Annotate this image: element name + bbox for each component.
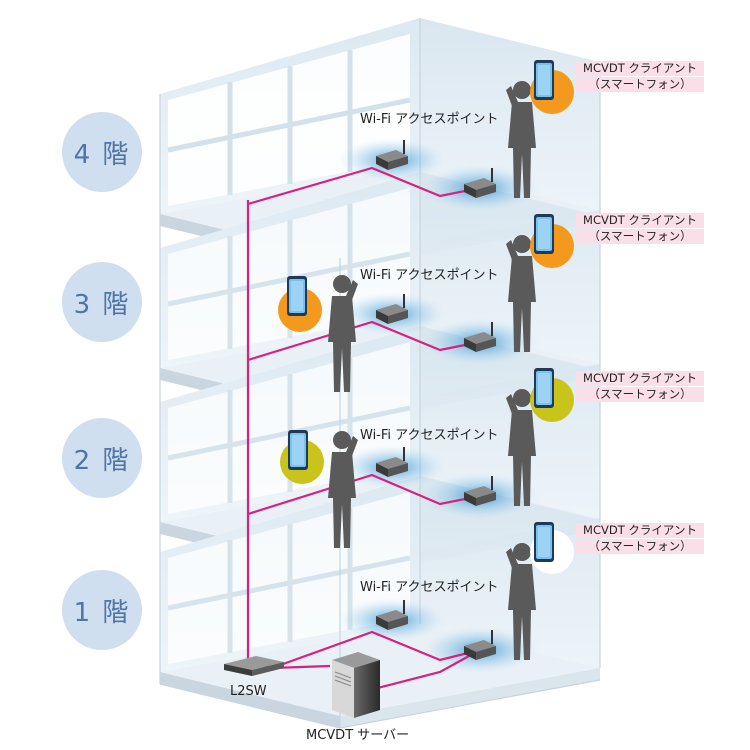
ap-label-4: Wi-Fi アクセスポイント xyxy=(360,112,499,127)
smartphone-icon xyxy=(534,60,554,100)
l2-switch-icon xyxy=(224,656,284,676)
server-icon xyxy=(332,652,380,718)
client-label-line1: MCVDT クライアント xyxy=(576,371,704,386)
client-label-line2: （スマートフォン） xyxy=(576,77,704,92)
l2sw-label: L2SW xyxy=(230,684,267,699)
ap-label-2: Wi-Fi アクセスポイント xyxy=(360,428,499,443)
client-label-4: MCVDT クライアント （スマートフォン） xyxy=(576,60,704,93)
client-label-line2: （スマートフォン） xyxy=(576,539,704,554)
smartphone-icon xyxy=(287,276,307,316)
smartphone-icon xyxy=(534,214,554,254)
client-label-line1: MCVDT クライアント xyxy=(576,523,704,538)
client-label-3: MCVDT クライアント （スマートフォン） xyxy=(576,212,704,245)
smartphone-icon xyxy=(288,430,308,470)
floor-badge-2: 2 階 xyxy=(62,418,142,498)
client-label-1: MCVDT クライアント （スマートフォン） xyxy=(576,522,704,555)
floor-badge-4: 4 階 xyxy=(62,112,142,192)
client-label-line2: （スマートフォン） xyxy=(576,387,704,402)
client-label-line1: MCVDT クライアント xyxy=(576,213,704,228)
network-cabling xyxy=(246,166,481,692)
smartphone-icon xyxy=(534,368,554,408)
ap-label-1: Wi-Fi アクセスポイント xyxy=(360,580,499,595)
floor-badge-1: 1 階 xyxy=(62,570,142,650)
client-label-2: MCVDT クライアント （スマートフォン） xyxy=(576,370,704,403)
client-label-line1: MCVDT クライアント xyxy=(576,61,704,76)
ap-label-3: Wi-Fi アクセスポイント xyxy=(360,268,499,283)
client-label-line2: （スマートフォン） xyxy=(576,229,704,244)
smartphone-icon xyxy=(534,522,554,562)
server-label: MCVDT サーバー xyxy=(306,728,410,743)
floor-badge-3: 3 階 xyxy=(62,262,142,342)
